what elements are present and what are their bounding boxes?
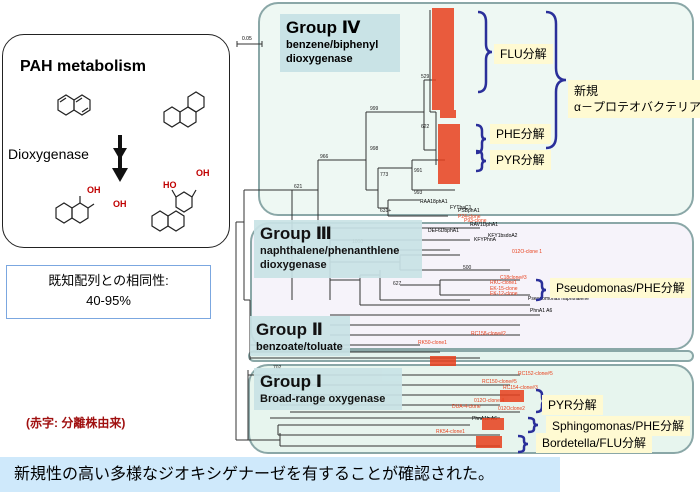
- hydroxyl-label: OH: [113, 199, 127, 209]
- bootstrap-value: 621: [294, 184, 303, 190]
- homology-value: 40-95%: [86, 293, 131, 308]
- note-bordetella-flu: Bordetella/FLU分解: [536, 433, 653, 453]
- scale-bar-label: 0.05: [242, 36, 252, 42]
- leaf-label: P24-clone: [458, 214, 481, 220]
- leaf-label: RC150-clone#5: [482, 379, 517, 385]
- group-name: Group Ⅳ: [286, 18, 361, 37]
- annotation-braces: [475, 10, 567, 454]
- reaction-arrow-icon: [112, 135, 128, 182]
- note-sphingomonas-phe: Sphingomonas/PHE分解: [546, 416, 691, 436]
- group-ii-label: Group Ⅱ benzoate/toluate: [250, 316, 350, 356]
- pah-title: PAH metabolism: [20, 58, 146, 75]
- brace-sphingomonas-icon: [527, 416, 539, 434]
- bootstrap-value: 993: [414, 190, 423, 196]
- dihydroxyphenanthrene-structure: [151, 189, 197, 232]
- note-novel-alpha-proteobacteria: 新規 α－プロテオバクテリア: [568, 80, 700, 118]
- group-description: dioxygenase: [260, 259, 327, 271]
- leaf-label: C18clone#3: [500, 275, 527, 281]
- note-flu: FLU分解: [494, 44, 553, 64]
- hydroxyl-label: OH: [196, 168, 210, 178]
- clone-label-cluster: [500, 390, 524, 402]
- brace-flu-icon: [477, 10, 493, 94]
- leaf-label: EK-15-clone: [490, 286, 518, 292]
- leaf-label: DEF6DbphA1: [428, 228, 459, 234]
- leaf-label: RKC-clone1: [490, 280, 517, 286]
- leaf-label: PSBphA1: [458, 208, 480, 214]
- homology-label: 既知配列との相同性:: [48, 273, 169, 288]
- leaf-label: KFY1bsdoA2: [488, 233, 518, 239]
- bootstrap-value: 529: [421, 74, 430, 80]
- note-phe: PHE分解: [490, 124, 551, 144]
- clone-labels-group-i: [430, 356, 524, 448]
- clone-label-cluster: [440, 110, 456, 118]
- bootstrap-value: 622: [421, 124, 430, 130]
- leaf-label: KFYPhnA: [474, 237, 497, 243]
- leaf-label: RAA18phA1: [420, 199, 448, 205]
- group-name: Group Ⅱ: [256, 320, 323, 339]
- bootstrap-value: 991: [414, 168, 423, 174]
- leaf-label: 012Oclone2: [498, 406, 525, 412]
- note-novel-line2: α－プロテオバクテリア: [574, 100, 700, 114]
- group-description: dioxygenase: [286, 53, 353, 65]
- leaf-label: PhnA1 A6: [530, 308, 552, 314]
- leaf-label: RK50-clone1: [418, 340, 447, 346]
- bootstrap-value: 966: [320, 154, 329, 160]
- dioxygenase-label: Dioxygenase: [8, 146, 89, 162]
- brace-phe-icon: [475, 123, 487, 155]
- pah-structures: OH OH HO OH: [55, 91, 210, 232]
- brace-pseudomonas-icon: [535, 278, 547, 302]
- dihydroxynaphthalene-structure: [55, 196, 95, 224]
- leaf-label: 012O-clone 4: [474, 398, 504, 404]
- leaf-label: RC154-clone#3: [503, 385, 538, 391]
- hydroxyl-label: OH: [87, 185, 101, 195]
- group-description: benzene/biphenyl: [286, 39, 379, 51]
- brace-pyr-icon: [475, 149, 487, 173]
- bootstrap-value: 999: [370, 106, 379, 112]
- clone-label-cluster: [432, 8, 454, 110]
- group-name: Group Ⅰ: [260, 372, 323, 391]
- bootstrap-value: 773: [380, 172, 389, 178]
- conclusion-banner: 新規性の高い多様なジオキシゲナーゼを有することが確認された。: [0, 457, 560, 492]
- phenanthrene-structure: [163, 91, 205, 128]
- note-pyr-group-i: PYR分解: [542, 395, 603, 415]
- group-description: Broad-range oxygenase: [260, 393, 386, 405]
- clone-label-cluster: [438, 124, 460, 184]
- leaf-label: FYTbaC1: [450, 205, 472, 211]
- brace-bordetella-icon: [517, 434, 529, 454]
- group-ii-panel: [248, 350, 694, 362]
- red-text-legend: (赤字: 分離株由来): [26, 416, 126, 430]
- clone-label-cluster: [430, 356, 456, 366]
- leaf-label: EK-12-clone: [490, 291, 518, 297]
- clone-labels-group-iv: [432, 8, 460, 184]
- leaf-label: P93-clone: [464, 218, 487, 224]
- bootstrap-value: 631+: [380, 208, 391, 214]
- bootstrap-value: 998: [370, 146, 379, 152]
- note-pyr: PYR分解: [490, 150, 551, 170]
- pah-metabolism-panel: [2, 34, 230, 248]
- leaf-label: RC152-clone#5: [518, 371, 553, 377]
- group-description: benzoate/toluate: [256, 341, 343, 353]
- group-i-label: Group Ⅰ Broad-range oxygenase: [254, 368, 402, 410]
- group-iii-label: Group Ⅲ naphthalene/phenanthlene dioxyge…: [254, 220, 422, 278]
- leaf-label: RK54-clone1: [436, 429, 465, 435]
- leaf-label: RC158-clone#2: [471, 331, 506, 337]
- group-description: naphthalene/phenanthlene: [260, 245, 400, 257]
- note-pseudomonas-phe: Pseudomonas/PHE分解: [550, 278, 691, 298]
- leaf-label: 012O-clone 1: [512, 249, 542, 255]
- clone-label-cluster: [482, 418, 504, 430]
- brace-novel-icon: [545, 10, 567, 150]
- note-novel-line1: 新規: [574, 84, 599, 98]
- bootstrap-value: 627: [393, 281, 402, 287]
- hydroxyl-label: HO: [163, 180, 177, 190]
- group-name: Group Ⅲ: [260, 224, 332, 243]
- naphthalene-structure: [57, 94, 91, 116]
- leaf-label: DUA-4-clone: [452, 404, 481, 410]
- group-iv-label: Group Ⅳ benzene/biphenyl dioxygenase: [280, 14, 400, 72]
- leaf-label: RAV1DphA1: [470, 222, 498, 228]
- leaf-label: Pseudomonas naphthalene: [528, 296, 589, 302]
- clone-label-cluster: [476, 436, 502, 448]
- homology-box: 既知配列との相同性: 40-95%: [6, 265, 211, 319]
- bootstrap-value: 500: [463, 265, 472, 271]
